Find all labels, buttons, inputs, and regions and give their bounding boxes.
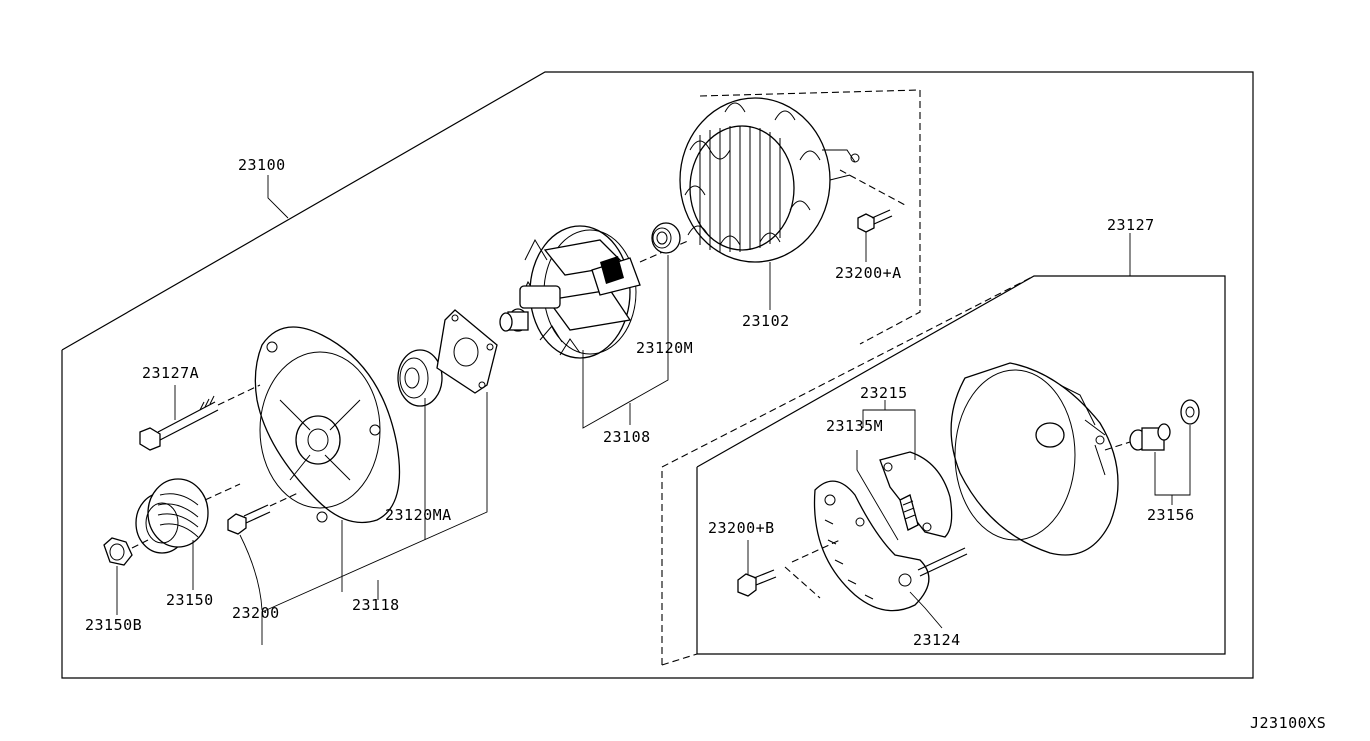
screw-23200A [839, 169, 906, 262]
rear-housing [950, 362, 1119, 556]
brush-holder-23135M [856, 450, 953, 541]
regulator-23124 [813, 480, 968, 612]
label-23100: 23100 [238, 156, 286, 174]
bearing-23120MA [397, 349, 443, 407]
terminal-23156 [1104, 399, 1200, 451]
leader-lines [116, 175, 1191, 645]
label-23118: 23118 [352, 596, 400, 614]
label-23150B: 23150B [85, 616, 142, 634]
label-23200: 23200 [232, 604, 280, 622]
label-23127: 23127 [1107, 216, 1155, 234]
label-23127A: 23127A [142, 364, 199, 382]
label-23124: 23124 [913, 631, 961, 649]
front-housing-23118 [254, 326, 401, 524]
pulley-23150 [135, 478, 241, 554]
screw-23200 [227, 491, 301, 535]
diagram-code: J23100XS [1250, 714, 1326, 732]
assembly-frame-23100 [61, 71, 1254, 679]
label-23215: 23215 [860, 384, 908, 402]
label-23120M: 23120M [636, 339, 693, 357]
label-23200A: 23200+A [835, 264, 902, 282]
bolt-23127A [139, 384, 261, 451]
nut-23150B [103, 537, 149, 566]
retainer-plate [436, 309, 498, 394]
label-23108: 23108 [603, 428, 651, 446]
part-labels: 23100 23102 23200+A 23120M 23108 23127 2… [85, 156, 1326, 732]
stator-dashed-frame [699, 89, 921, 345]
rotor-23108 [499, 225, 691, 359]
label-23156: 23156 [1147, 506, 1195, 524]
label-23200B: 23200+B [708, 519, 775, 537]
label-23102: 23102 [742, 312, 790, 330]
stator-23102 [679, 97, 860, 263]
label-23150: 23150 [166, 591, 214, 609]
assembly-frame-23127 [661, 275, 1226, 666]
screw-23200B [737, 539, 841, 599]
bearing-23120M [651, 222, 681, 254]
label-23135M: 23135M [826, 417, 883, 435]
label-23120MA: 23120MA [385, 506, 452, 524]
